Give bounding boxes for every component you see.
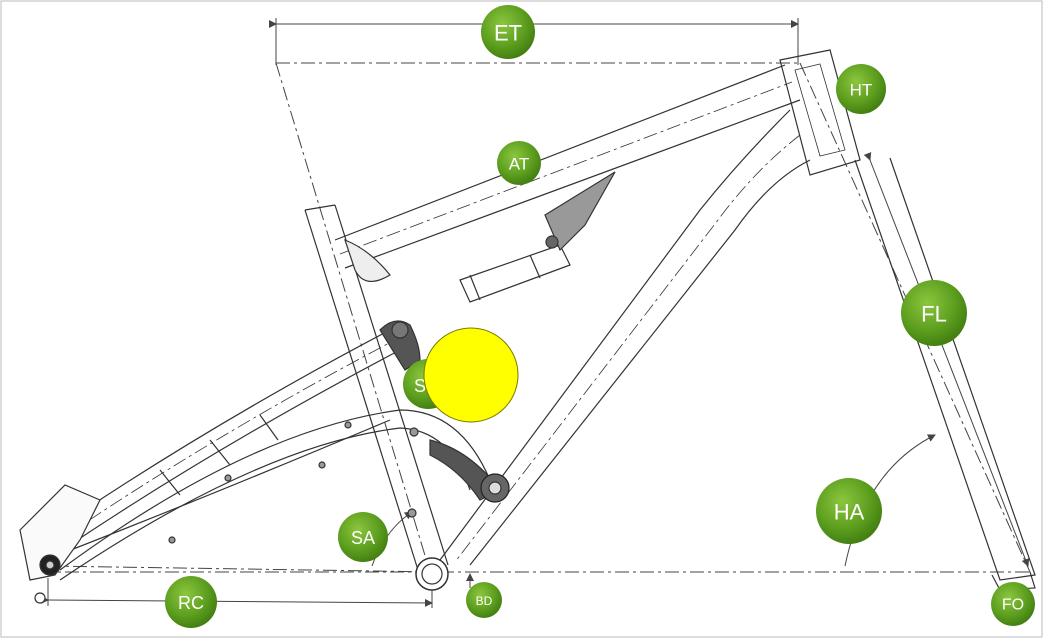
badge-rc: RC	[165, 576, 217, 628]
badge-at-label: AT	[509, 155, 529, 174]
badge-fl-label: FL	[921, 302, 947, 327]
badge-at: AT	[497, 141, 541, 185]
dimension-lines	[40, 18, 1031, 608]
badge-sa: SA	[338, 512, 388, 562]
badge-et: ET	[481, 5, 535, 59]
badge-bd-label: BD	[476, 594, 493, 608]
badge-fo: FO	[991, 582, 1035, 626]
badge-fo-label: FO	[1002, 597, 1024, 614]
badge-hidden-label: S	[414, 376, 426, 396]
frame-tubes	[19, 49, 1036, 604]
badge-ht-label: HT	[850, 81, 873, 100]
badge-ha: HA	[816, 478, 882, 544]
badge-bd: BD	[466, 582, 502, 618]
badge-rc-label: RC	[178, 593, 204, 613]
badge-ht: HT	[836, 64, 886, 114]
badge-fl: FL	[901, 280, 967, 346]
badge-sa-label: SA	[351, 528, 375, 548]
badge-ha-label: HA	[834, 500, 865, 525]
badge-et-label: ET	[494, 21, 522, 46]
yellow-circle-marker	[423, 327, 519, 423]
